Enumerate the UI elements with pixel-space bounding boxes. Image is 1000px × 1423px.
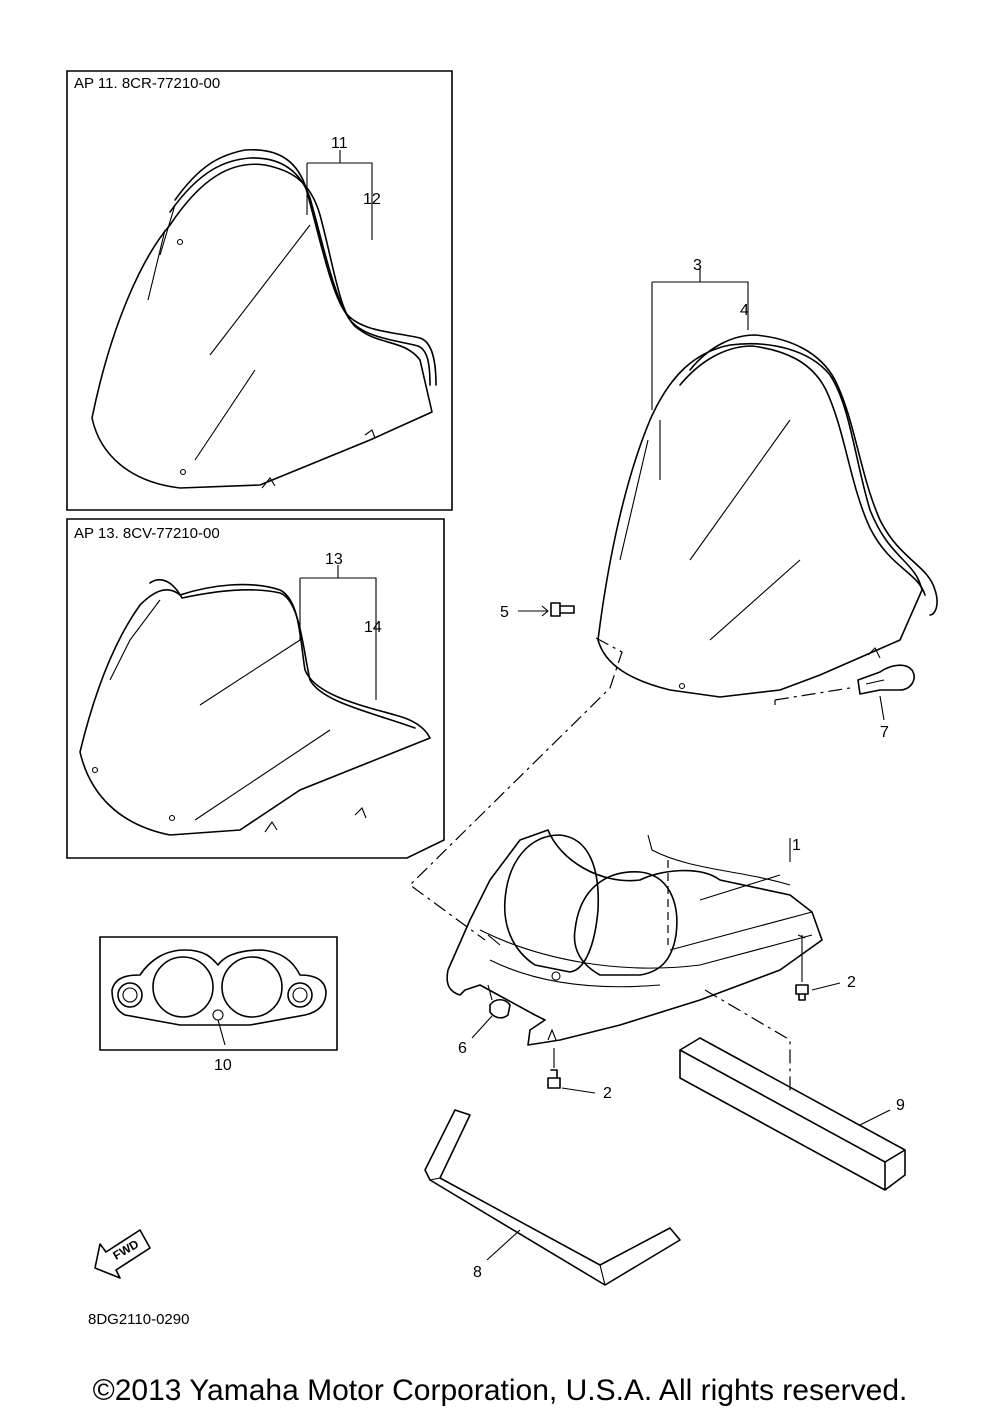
callout-11: 11 (331, 135, 348, 152)
trim-ap13 (149, 579, 416, 729)
kit-label-ap13: AP 13. 8CV-77210-00 (74, 525, 220, 542)
callout-2b: 2 (603, 1085, 612, 1102)
seal-8: 8 (424, 1109, 681, 1286)
callout-9: 9 (896, 1097, 905, 1114)
assembly-line-5 (409, 637, 623, 941)
callout-6: 6 (458, 1040, 467, 1057)
fwd-arrow-icon: FWD (94, 1229, 151, 1279)
callout-12: 12 (363, 191, 381, 208)
callout-10: 10 (214, 1057, 232, 1074)
cowl-1: 1 (446, 829, 823, 1046)
callout-14: 14 (364, 619, 382, 636)
callout-4: 4 (740, 302, 749, 319)
grommet-6: 6 (458, 984, 511, 1057)
foam-9: 9 (679, 989, 906, 1191)
callout-7: 7 (880, 724, 889, 741)
diagram-code: 8DG2110-0290 (88, 1311, 189, 1328)
bolt-2b: 2 (547, 1048, 612, 1102)
kit-box-ap13: AP 13. 8CV-77210-00 13 14 (66, 518, 445, 859)
screw-5: 5 (500, 602, 575, 621)
meter-panel-10: 10 (99, 936, 338, 1074)
windshield-main: 3 4 (597, 257, 938, 698)
trim-inner-ap11 (169, 157, 431, 386)
fwd-label: FWD (110, 1237, 141, 1263)
kit-box-ap11: AP 11. 8CR-77210-00 11 12 (66, 70, 453, 511)
callout-2a: 2 (847, 974, 856, 991)
callout-3: 3 (693, 257, 702, 274)
bracket-7: 7 (857, 664, 915, 741)
callout-13: 13 (325, 551, 343, 568)
windshield-ap11 (91, 163, 433, 489)
kit-label-ap11: AP 11. 8CR-77210-00 (74, 75, 220, 92)
copyright-notice: ©2013 Yamaha Motor Corporation, U.S.A. A… (92, 1374, 908, 1407)
bolt-2a: 2 (795, 935, 856, 1001)
callout-1: 1 (792, 837, 801, 854)
callout-8: 8 (473, 1264, 482, 1281)
trim-ap11 (174, 148, 437, 386)
callout-5: 5 (500, 604, 509, 621)
assembly-line-7 (774, 687, 851, 705)
